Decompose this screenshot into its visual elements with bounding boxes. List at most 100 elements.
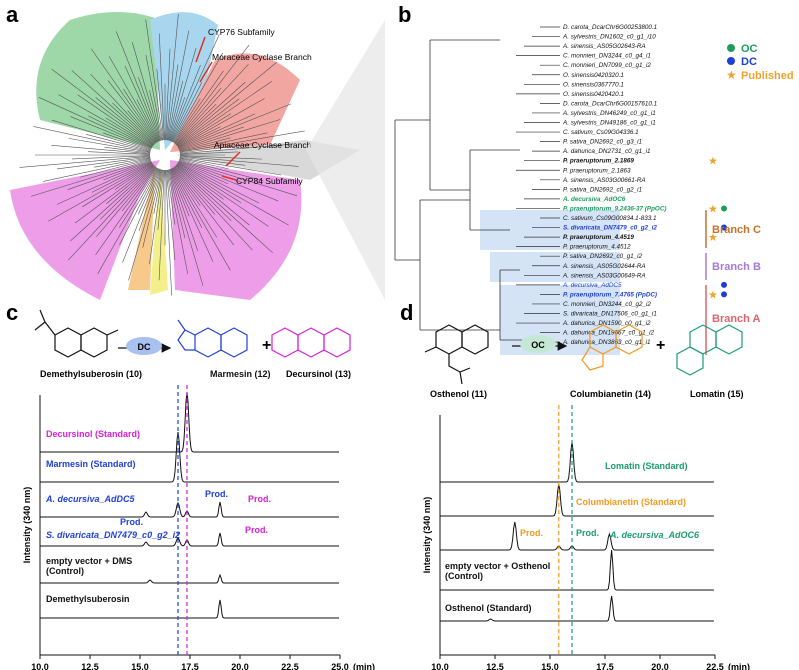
tree-branch-line (167, 169, 188, 274)
substrate-chain (34, 309, 119, 336)
tree-leaf-label: P. sativa_DN2692_c0_g2_i1 (563, 186, 642, 193)
tree-branch-line (85, 133, 151, 152)
tree-branch-line (158, 169, 165, 281)
tree-branch-line (178, 161, 229, 185)
x-tick-label: 12.5 (81, 662, 99, 670)
tree-leaf-label: S. divaricata_DN7479_c0_g2_i2 (563, 225, 657, 232)
tree-branch-line (171, 52, 224, 142)
tree-branch-line (30, 159, 151, 197)
x-tick-label: 17.5 (181, 662, 199, 670)
reaction-scheme-c (34, 309, 351, 358)
label-moraceae: Moraceae Cyclase Branch (212, 52, 312, 62)
tree-branch-line (177, 162, 289, 226)
tree-leaf-label: A. sinensis_AS05G02643-RA (562, 43, 646, 50)
tree-leaf-label: A. sinensis_AS05G02644-RA (562, 263, 646, 270)
substrate-ring1 (54, 327, 82, 358)
x-tick-label: 10.0 (431, 662, 449, 670)
legend-published-label: Published (741, 70, 794, 82)
tree-leaf-label: A. dahurica_DN3863_c0_g1_i1 (562, 339, 651, 346)
tree-branch-line (88, 115, 152, 149)
arrow-apiaceae (225, 151, 241, 167)
dc-marker (721, 291, 727, 298)
tree-branch-line (94, 157, 151, 168)
tree-branch-line (99, 165, 155, 220)
trace-label: (Control) (46, 566, 84, 576)
tree-branch-line (103, 132, 152, 151)
x-tick-label: 17.5 (596, 662, 614, 670)
tree-branch-line (124, 65, 160, 142)
tree-branch-line (178, 161, 260, 204)
product1-label-c: Marmesin (12) (210, 369, 271, 379)
tree-branch-line (168, 169, 186, 239)
tree-branch-line (171, 168, 231, 271)
tree-branches (19, 13, 305, 296)
trace-label: Columbianetin (Standard) (576, 497, 686, 507)
tree-branch-line (114, 163, 154, 190)
tree-branch-line (177, 163, 242, 203)
label-branch-a: Branch A (712, 313, 761, 325)
tree-branch-line (58, 94, 153, 148)
tree-branch-line (175, 165, 273, 254)
tree-branch-line (105, 117, 153, 147)
substrate-label-c: Demethylsuberosin (10) (40, 369, 142, 379)
tree-branch-line (165, 48, 171, 141)
decursinol-ring1 (297, 327, 325, 358)
decursinol-pyran (271, 327, 299, 358)
tree-leaf-label: P. praeruptorum_7.4765 (PpDC) (563, 291, 657, 298)
tree-leaf-label: D. carota_DcarChr6G00157610.1 (563, 100, 657, 107)
x-tick-label: 22.5 (706, 662, 724, 670)
chromatogram-trace (440, 441, 714, 483)
tree-leaf-label: A. dahurica_DN1590_c0_g1_i2 (562, 320, 651, 327)
tree-branch-line (142, 169, 162, 248)
tree-branch-line (91, 161, 152, 193)
tree-leaf-label: P. sativa_DN2692_c0_g3_i1 (563, 139, 642, 146)
tree-branch-line (95, 167, 157, 256)
tree-branch-line (173, 70, 224, 143)
legend-published-star: ★ (726, 68, 737, 82)
tree-branch-line (80, 158, 151, 178)
tree-branch-line (149, 90, 162, 141)
tree-branch-line (82, 163, 153, 208)
tree-branch-line (19, 156, 151, 168)
dc-marker (721, 281, 727, 288)
tree-branch-line (138, 169, 161, 231)
x-tick-label: 20.0 (231, 662, 249, 670)
tree-branch-line (174, 166, 216, 215)
tree-leaf-label: A. sylvestris_DN49186_c0_g1_i1 (562, 120, 656, 127)
tree-branch-line (173, 166, 235, 246)
x-tick-label: 10.0 (31, 662, 49, 670)
trace-label: Prod. (248, 494, 271, 504)
enzyme-dc-label: DC (138, 342, 151, 352)
tree-branch-line (108, 56, 159, 142)
panel-label-c: c (6, 300, 18, 325)
tree-branch-line (166, 169, 176, 261)
tree-branch-line (168, 47, 197, 141)
tree-branch-line (48, 162, 153, 222)
tree-branch-line (88, 151, 151, 155)
tree-branch-line (145, 19, 164, 141)
tree-branch-line (166, 169, 176, 225)
trace-label: Prod. (520, 528, 543, 538)
lomatin-ring2 (715, 324, 743, 355)
marmesin-ring2 (220, 327, 248, 358)
tree-branch-line (172, 98, 201, 143)
tree-branch-line (38, 97, 152, 149)
label-branch-b: Branch B (712, 261, 761, 273)
arrow-cyp84 (221, 175, 237, 181)
trace-label: Marmesin (Standard) (46, 459, 136, 469)
tree-leaf-label: O. sinensis0420320.1 (563, 72, 624, 79)
tree-branch-line (178, 160, 279, 202)
tree-branch-line (179, 156, 299, 167)
panel-label-a: a (6, 2, 19, 27)
tree-branch-line (165, 169, 172, 296)
trace-label: A. decursiva_AdOC6 (609, 530, 700, 540)
tree-leaf-label: P. praeruptorum_2.1869 (563, 158, 634, 165)
chromatogram-trace (40, 599, 339, 619)
tree-leaf-label: A. sinensis_AS03G00661-RA (562, 177, 646, 184)
tree-branch-line (153, 169, 163, 214)
arrow-moraceae (199, 61, 213, 83)
tree-branch-line (158, 33, 165, 141)
tree-branch-line (156, 68, 164, 141)
trace-label: A. decursiva_AdDC5 (45, 494, 136, 504)
y-axis-label: Intensity (340 nm) (22, 487, 32, 564)
